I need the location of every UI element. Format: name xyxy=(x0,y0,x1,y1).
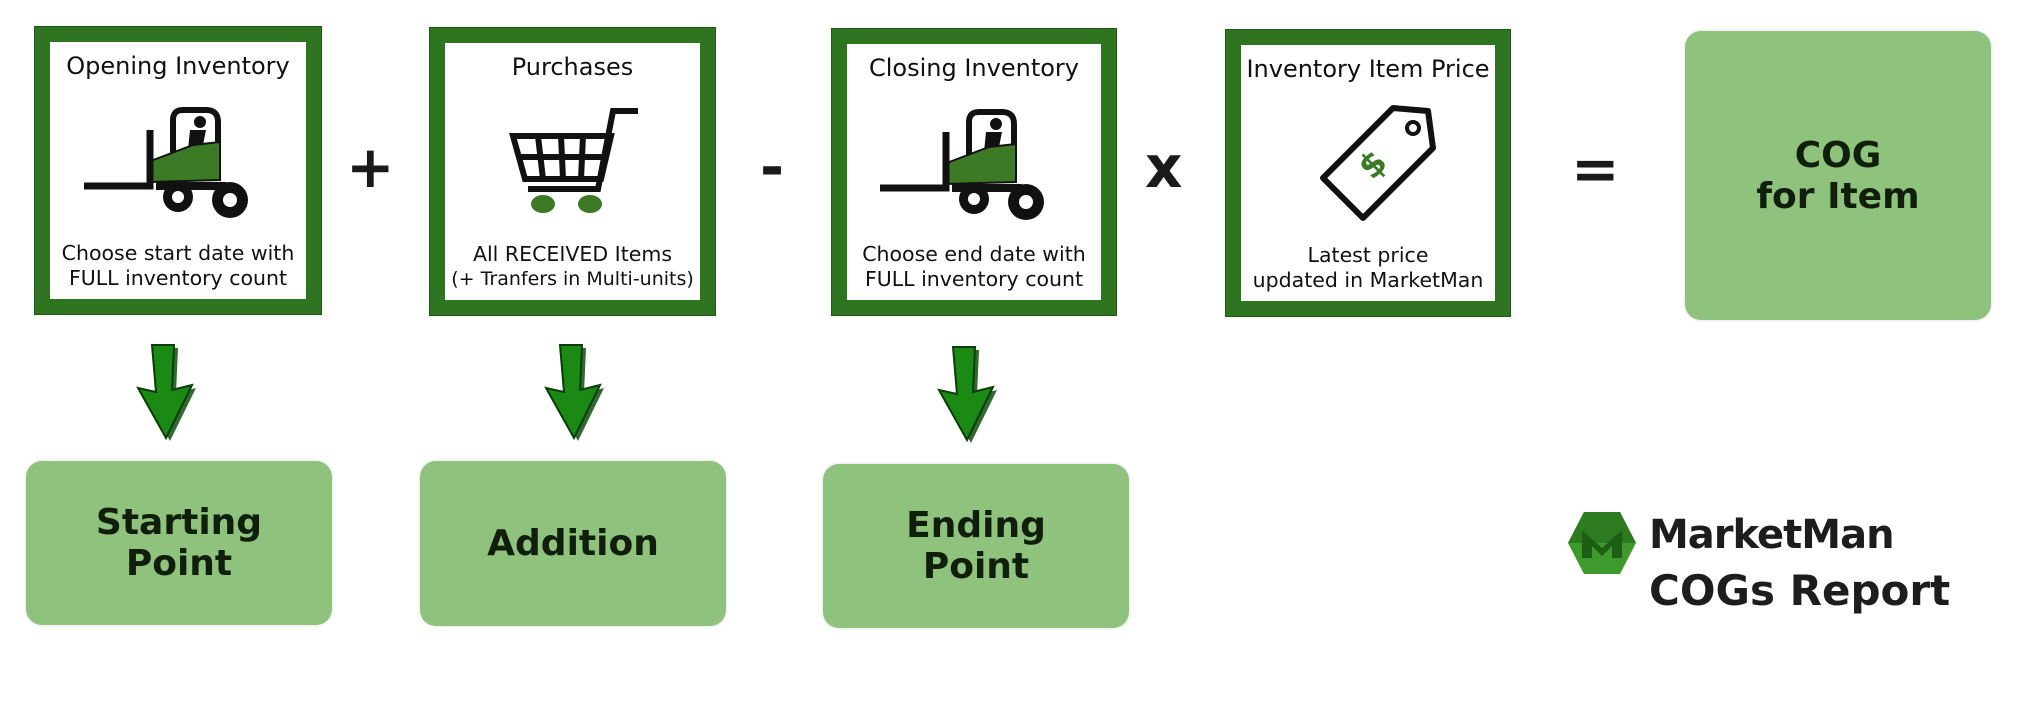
card-line: Choose start date with xyxy=(61,241,295,265)
addition-box: Addition xyxy=(420,461,726,626)
forklift-icon xyxy=(847,102,1101,227)
card-line: FULL inventory count xyxy=(864,267,1084,291)
svg-text:$: $ xyxy=(1350,142,1395,187)
card-line: Latest price xyxy=(1307,243,1429,267)
price-tag-icon: $ xyxy=(1241,103,1495,228)
closing-inventory-card: Closing Inventory Choose end date with F… xyxy=(832,29,1116,315)
card-title: Closing Inventory xyxy=(869,54,1079,82)
item-price-card: Inventory Item Price $ Latest price upda… xyxy=(1226,30,1510,316)
card-line: FULL inventory count xyxy=(68,266,288,290)
report-title: COGs Report xyxy=(1649,566,1951,615)
result-line: for Item xyxy=(1756,175,1920,217)
plus-operator: + xyxy=(346,133,395,201)
card-line: updated in MarketMan xyxy=(1252,268,1484,292)
marketman-logo-icon xyxy=(1568,512,1636,574)
card-title: Opening Inventory xyxy=(66,52,290,80)
purchases-card: Purchases All RECEIVED Items (+ Tranfers… xyxy=(430,28,715,315)
card-line: (+ Tranfers in Multi-units) xyxy=(451,268,694,290)
down-arrow-icon xyxy=(544,344,604,441)
starting-point-box: Starting Point xyxy=(26,461,332,625)
minus-operator: - xyxy=(760,133,785,201)
card-line: All RECEIVED Items xyxy=(472,242,673,266)
cog-result-box: COG for Item xyxy=(1685,31,1991,320)
card-title: Inventory Item Price xyxy=(1246,55,1490,83)
ending-point-box: Ending Point xyxy=(823,464,1129,628)
brand-block: MarketMan COGs Report xyxy=(1566,510,2006,630)
down-arrow-icon xyxy=(136,344,196,441)
outcome-line: Point xyxy=(125,543,233,584)
equals-operator: = xyxy=(1571,135,1620,203)
card-title: Purchases xyxy=(511,53,634,81)
outcome-line: Ending xyxy=(906,505,1046,546)
opening-inventory-card: Opening Inventory Choose start date with… xyxy=(35,27,321,314)
shopping-cart-icon xyxy=(445,101,700,226)
down-arrow-icon xyxy=(937,346,997,443)
outcome-line: Starting xyxy=(95,502,263,543)
brand-name: MarketMan xyxy=(1649,512,1895,558)
multiply-operator: x xyxy=(1145,133,1183,201)
outcome-line: Addition xyxy=(487,523,659,564)
outcome-line: Point xyxy=(922,546,1030,587)
card-line: Choose end date with xyxy=(862,242,1086,266)
forklift-icon xyxy=(50,100,306,225)
result-line: COG xyxy=(1794,134,1882,176)
